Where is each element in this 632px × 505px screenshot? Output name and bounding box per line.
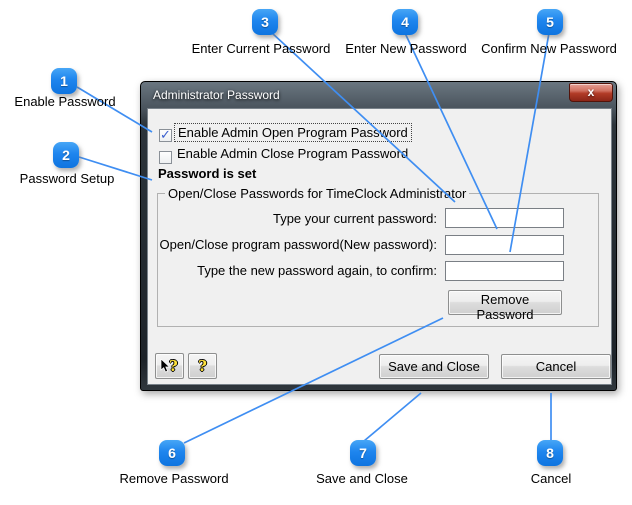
administrator-password-dialog: Administrator Password x ✓ Enable Admin … [140, 81, 617, 391]
new-password-input[interactable] [445, 235, 564, 255]
callout-badge-7: 7 [350, 440, 376, 466]
checkbox-enable-admin-open[interactable]: ✓ [159, 127, 172, 142]
groupbox-legend: Open/Close Passwords for TimeClock Admin… [165, 186, 470, 201]
callout-badge-1: 1 [51, 68, 77, 94]
checkbox-label-enable-admin-open[interactable]: Enable Admin Open Program Password [174, 123, 412, 142]
callout-label-save-and-close: Save and Close [316, 471, 408, 486]
callout-label-enter-new-password: Enter New Password [345, 41, 467, 56]
close-icon: x [587, 85, 595, 99]
remove-password-button[interactable]: Remove Password [448, 290, 562, 322]
new-password-label: Open/Close program password(New password… [159, 237, 437, 252]
callout-label-remove-password: Remove Password [119, 471, 229, 486]
question-mark-icon: ? [169, 357, 178, 375]
callout-badge-8: 8 [537, 440, 563, 466]
context-help-button[interactable]: ? [155, 353, 184, 379]
callout-label-password-setup: Password Setup [19, 171, 115, 186]
question-mark-icon: ? [198, 357, 207, 375]
cancel-button[interactable]: Cancel [501, 354, 611, 379]
current-password-input[interactable] [445, 208, 564, 228]
callout-badge-2: 2 [53, 142, 79, 168]
callout-label-enable-password: Enable Password [14, 94, 116, 109]
line-save-and-close [363, 392, 422, 442]
callout-badge-5: 5 [537, 9, 563, 35]
callout-label-cancel: Cancel [530, 471, 572, 486]
cursor-arrow-icon [160, 359, 171, 373]
help-button[interactable]: ? [188, 353, 217, 379]
callout-badge-6: 6 [159, 440, 185, 466]
checkbox-label-enable-admin-close[interactable]: Enable Admin Close Program Password [177, 146, 409, 161]
password-groupbox: Open/Close Passwords for TimeClock Admin… [157, 186, 599, 327]
confirm-password-label: Type the new password again, to confirm: [197, 263, 437, 278]
callout-label-confirm-new-password: Confirm New Password [481, 41, 617, 56]
callout-label-enter-current-password: Enter Current Password [191, 41, 331, 56]
confirm-password-input[interactable] [445, 261, 564, 281]
checkmark-icon: ✓ [160, 127, 171, 142]
password-status-text: Password is set [158, 166, 257, 181]
callout-badge-3: 3 [252, 9, 278, 35]
dialog-title: Administrator Password [153, 88, 280, 102]
checkbox-enable-admin-close[interactable] [159, 151, 172, 164]
current-password-label: Type your current password: [272, 211, 437, 226]
save-and-close-button[interactable]: Save and Close [379, 354, 489, 379]
dialog-client-area: ✓ Enable Admin Open Program Password Ena… [148, 109, 611, 384]
close-button[interactable]: x [569, 83, 613, 102]
callout-badge-4: 4 [392, 9, 418, 35]
